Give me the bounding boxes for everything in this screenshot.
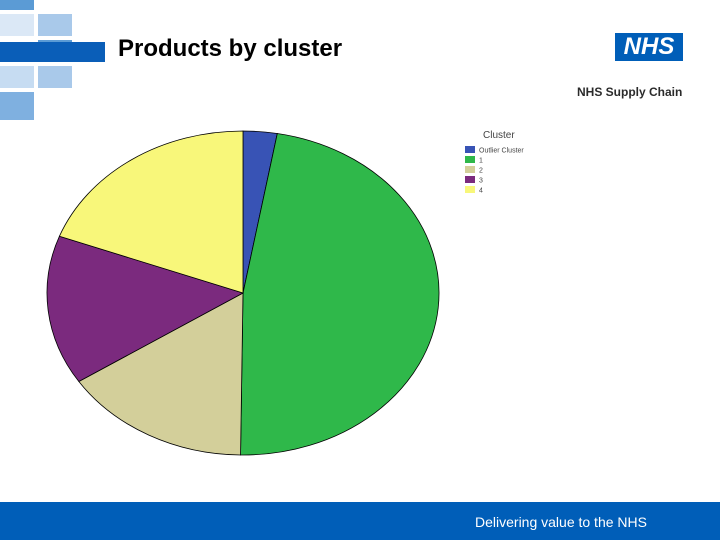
nhs-logo-text: NHS <box>623 33 675 60</box>
legend-title: Cluster <box>483 130 515 141</box>
pie-slice-2 <box>78 292 244 456</box>
decor-square <box>38 66 72 88</box>
decor-square <box>38 14 72 36</box>
title-accent-bar <box>0 42 105 62</box>
legend-swatch <box>465 176 475 183</box>
pie-slice-1 <box>240 133 440 456</box>
legend-label: Outlier Cluster <box>479 148 524 155</box>
legend-swatch <box>465 156 475 163</box>
pie-chart: Cluster Outlier Cluster 1 2 3 4 <box>46 130 524 456</box>
legend-swatch <box>465 186 475 193</box>
decor-square <box>0 0 34 10</box>
decor-square <box>0 14 34 36</box>
legend-label: 2 <box>479 168 483 175</box>
chart-legend: Cluster Outlier Cluster 1 2 3 4 <box>465 130 524 195</box>
pie-slice-4 <box>58 130 244 294</box>
nhs-supply-chain-label: NHS Supply Chain <box>577 85 683 99</box>
legend-label: 1 <box>479 158 483 165</box>
nhs-logo: NHS <box>615 33 683 61</box>
pie-slice-3 <box>46 235 245 383</box>
legend-swatch <box>465 146 475 153</box>
legend-label: 3 <box>479 178 483 185</box>
decor-square <box>0 66 34 88</box>
pie-slices <box>46 130 440 456</box>
footer-tagline: Delivering value to the NHS <box>475 514 647 530</box>
decor-square <box>0 92 34 120</box>
footer-bar <box>0 502 720 540</box>
legend-label: 4 <box>479 188 483 195</box>
page-title: Products by cluster <box>118 35 343 62</box>
legend-swatch <box>465 166 475 173</box>
